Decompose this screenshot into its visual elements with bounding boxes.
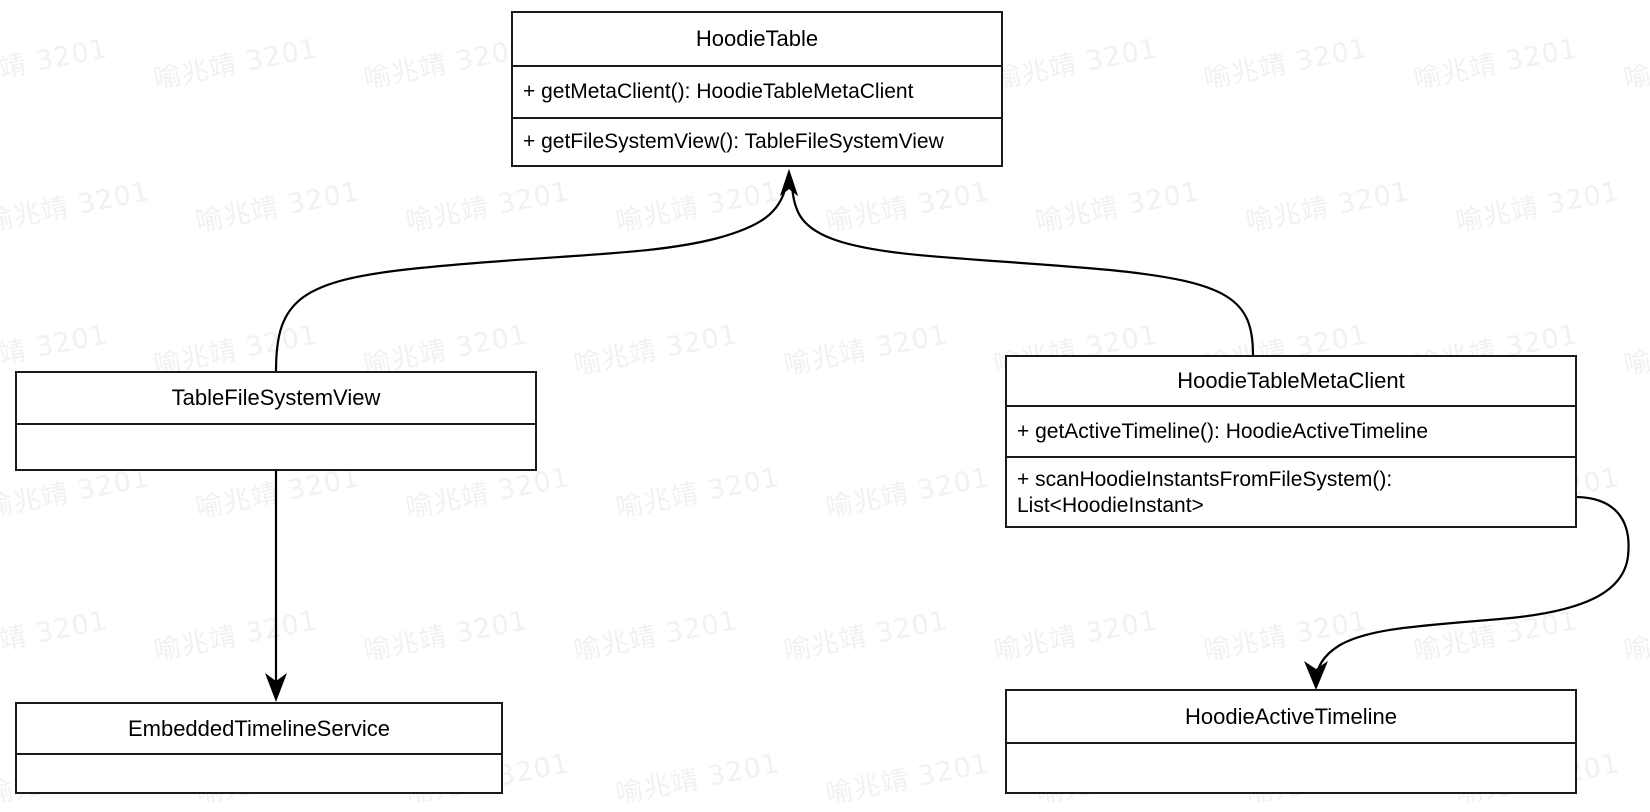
watermark-tile: 喻兆靖 3201	[1201, 605, 1371, 668]
watermark-tile: 喻兆靖 3201	[1411, 605, 1581, 668]
class-title-hoodietable: HoodieTable	[513, 13, 1001, 67]
watermark-tile: 喻兆靖 3201	[571, 319, 741, 382]
class-method-row	[17, 755, 501, 792]
edge-tablefilesystemview-to-hoodietable	[274, 169, 798, 372]
edge-hoodietablemetaclient-to-hoodietable	[780, 169, 1255, 356]
watermark-tile: 喻兆靖 3201	[1033, 176, 1203, 239]
watermark-tile: 喻兆靖 3201	[1621, 605, 1650, 668]
watermark-tile: 喻兆靖 3201	[991, 33, 1161, 96]
watermark-tile: 喻兆靖 3201	[151, 605, 321, 668]
watermark-tile: 喻兆靖 3201	[361, 605, 531, 668]
watermark-tile: 喻兆靖 3201	[1201, 33, 1371, 96]
watermark-tile: 喻兆靖 3201	[0, 176, 153, 239]
watermark-tile: 喻兆靖 3201	[1411, 33, 1581, 96]
watermark-tile: 喻兆靖 3201	[823, 176, 993, 239]
class-method-row	[1007, 744, 1575, 792]
class-title-hoodietablemetaclient: HoodieTableMetaClient	[1007, 357, 1575, 407]
class-box-hoodietablemetaclient[interactable]: HoodieTableMetaClient + getActiveTimelin…	[1005, 355, 1577, 528]
watermark-tile: 喻兆靖 3201	[1453, 176, 1623, 239]
watermark-tile: 喻兆靖 3201	[613, 176, 783, 239]
class-box-hoodietable[interactable]: HoodieTable + getMetaClient(): HoodieTab…	[511, 11, 1003, 167]
edge-tablefilesystemview-to-embeddedtimelineservice	[265, 471, 287, 702]
class-method-row: + getFileSystemView(): TableFileSystemVi…	[523, 130, 944, 154]
watermark-tile: 喻兆靖 3201	[0, 33, 111, 96]
watermark-tile: 喻兆靖 3201	[823, 462, 993, 525]
watermark-tile: 喻兆靖 3201	[613, 462, 783, 525]
class-method-row: + getActiveTimeline(): HoodieActiveTimel…	[1007, 407, 1575, 458]
watermark-tile: 喻兆靖 3201	[823, 748, 993, 811]
class-box-tablefilesystemview[interactable]: TableFileSystemView	[15, 371, 537, 471]
watermark-tile: 喻兆靖 3201	[571, 605, 741, 668]
watermark-tile: 喻兆靖 3201	[1621, 33, 1650, 96]
watermark-tile: 喻兆靖 3201	[403, 176, 573, 239]
class-method-row: + getMetaClient(): HoodieTableMetaClient	[513, 67, 1001, 119]
class-box-embeddedtimelineservice[interactable]: EmbeddedTimelineService	[15, 702, 503, 794]
class-method-row: + scanHoodieInstantsFromFileSystem(): Li…	[1017, 468, 1393, 517]
class-title-embeddedtimelineservice: EmbeddedTimelineService	[17, 704, 501, 755]
watermark-tile: 喻兆靖 3201	[151, 33, 321, 96]
watermark-tile: 喻兆靖 3201	[361, 33, 531, 96]
class-box-hoodieactivetimeline[interactable]: HoodieActiveTimeline	[1005, 689, 1577, 794]
watermark-tile: 喻兆靖 3201	[193, 176, 363, 239]
watermark-tile: 喻兆靖 3201	[1621, 319, 1650, 382]
class-title-hoodieactivetimeline: HoodieActiveTimeline	[1007, 691, 1575, 744]
class-title-tablefilesystemview: TableFileSystemView	[17, 373, 535, 425]
watermark-tile: 喻兆靖 3201	[0, 605, 111, 668]
watermark-tile: 喻兆靖 3201	[1243, 176, 1413, 239]
watermark-tile: 喻兆靖 3201	[781, 319, 951, 382]
watermark-tile: 喻兆靖 3201	[781, 605, 951, 668]
watermark-tile: 喻兆靖 3201	[991, 605, 1161, 668]
class-method-row	[17, 425, 535, 469]
watermark-tile: 喻兆靖 3201	[613, 748, 783, 811]
